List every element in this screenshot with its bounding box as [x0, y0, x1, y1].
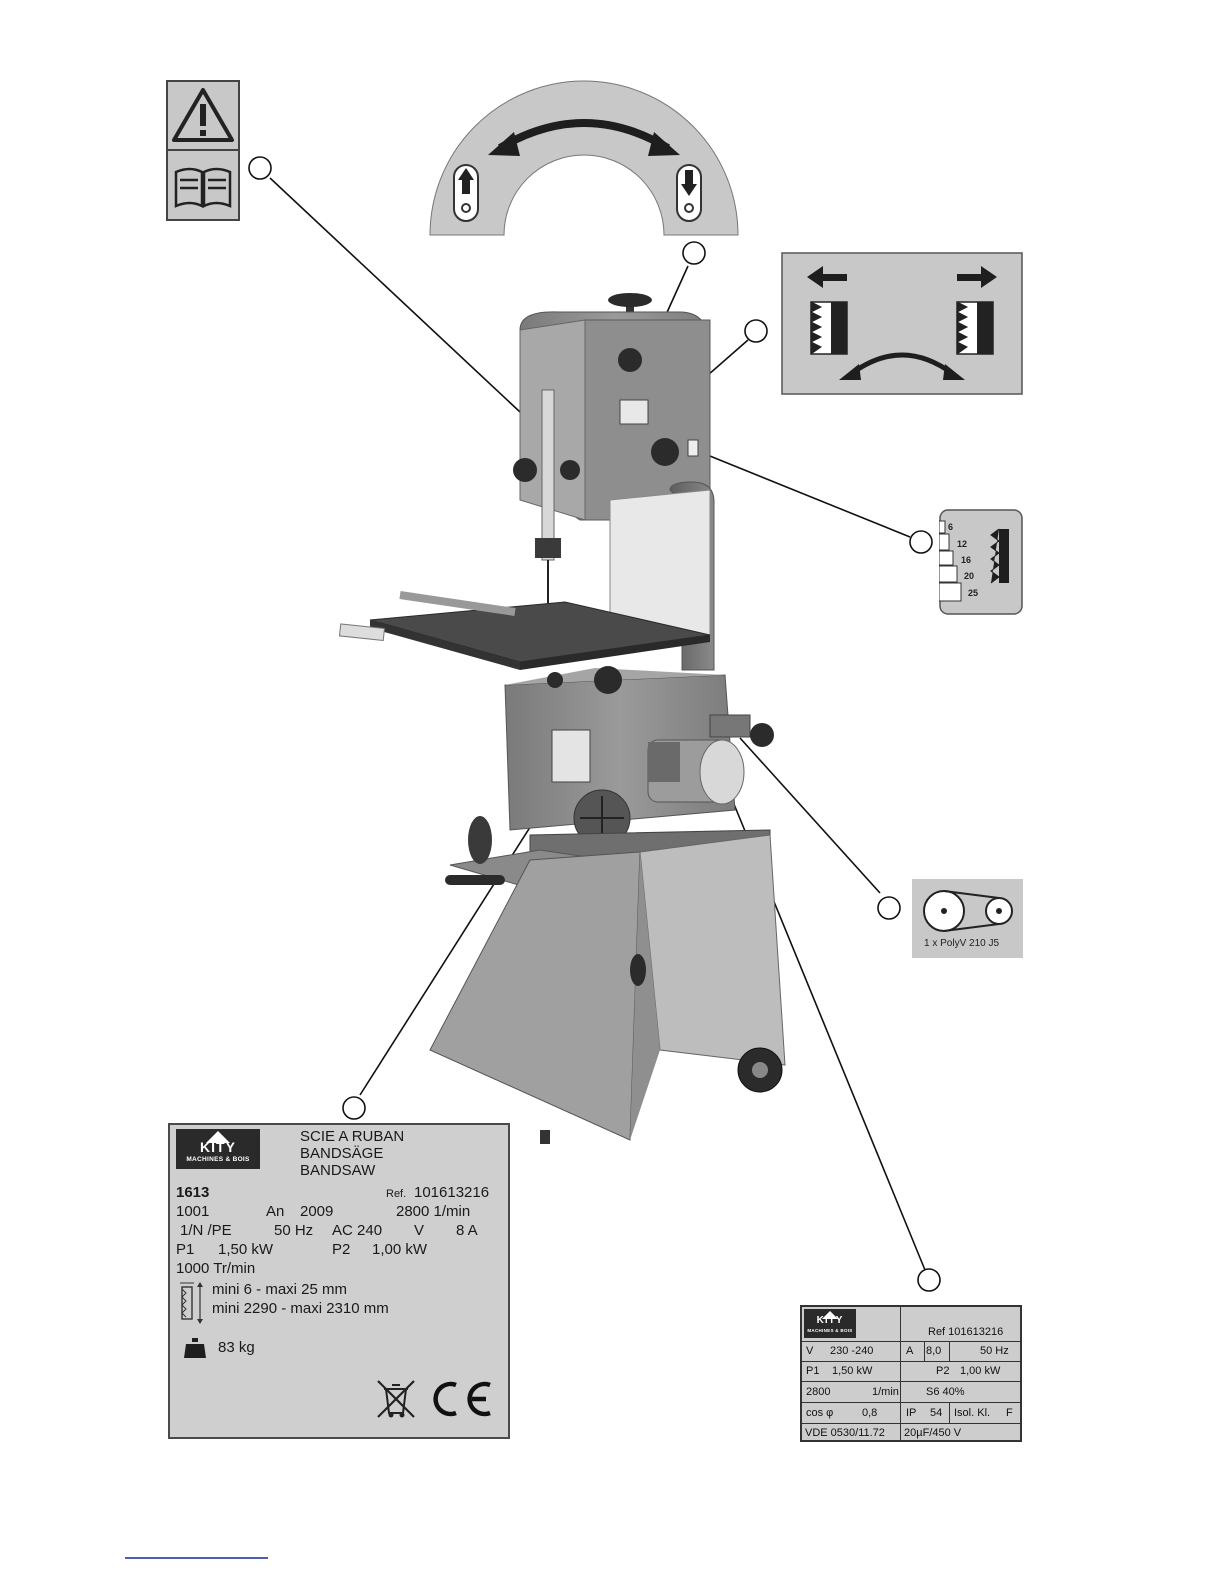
- phase: 1/N /PE: [180, 1222, 232, 1239]
- callout-circle-tension: [682, 241, 706, 265]
- voltage: AC 240: [332, 1222, 383, 1239]
- motor-v-label: V: [806, 1345, 814, 1357]
- frequency: 50 Hz: [274, 1222, 314, 1239]
- title-en: BANDSAW: [300, 1162, 376, 1179]
- bandsaw-machine-illustration: [338, 293, 786, 1144]
- blade-width-25: 25: [968, 588, 979, 598]
- leader-line-warning: [269, 177, 521, 413]
- weight-value: 83 kg: [218, 1339, 255, 1356]
- p1-label: P1: [176, 1241, 195, 1258]
- blade-guide-knob: [651, 438, 679, 466]
- stand-leg-side: [639, 834, 786, 1066]
- callout-circle-nameplate: [342, 1096, 366, 1120]
- blade-width-12: 12: [957, 539, 968, 549]
- blade-length-range: mini 2290 - maxi 2310 mm: [212, 1300, 389, 1317]
- nameplate-on-machine: [551, 729, 591, 783]
- arrow-left-icon: [807, 266, 847, 288]
- current: 8 A: [456, 1222, 478, 1239]
- title-fr: SCIE A RUBAN: [300, 1128, 405, 1145]
- motor-p1-value: 1,50 kW: [832, 1365, 873, 1377]
- p2-label: P2: [332, 1241, 351, 1258]
- open-book-icon: [174, 167, 232, 209]
- leader-line-belt: [739, 737, 881, 894]
- tension-down-icon: [676, 164, 702, 222]
- machine-nameplate: KITY MACHINES & BOIS SCIE A RUBAN BANDSÄ…: [168, 1123, 510, 1439]
- blade-width-range: mini 6 - maxi 25 mm: [212, 1281, 348, 1298]
- warning-manual-label: [166, 80, 240, 221]
- blade-tension-label: [429, 80, 739, 236]
- footer-rule: [125, 1557, 268, 1559]
- blade-tracking-label: [781, 252, 1023, 395]
- weight-icon: [184, 1338, 206, 1358]
- kity-logo-small: KITY MACHINES & BOIS: [804, 1309, 856, 1338]
- motor-duty: S6 40%: [926, 1386, 965, 1398]
- motor-capacitor: 20µF/450 V: [904, 1427, 962, 1439]
- speed: 1000 Tr/min: [176, 1260, 256, 1277]
- p2-value: 1,00 kW: [372, 1241, 428, 1258]
- pulley-belt-icon: [923, 890, 1013, 932]
- ce-mark-icon: [433, 1381, 491, 1417]
- belt-caption: 1 x PolyV 210 J5: [924, 938, 1000, 949]
- motor-ip-label: IP: [906, 1407, 917, 1419]
- curved-arrow-icon: [849, 352, 955, 377]
- ref-label: Ref.: [386, 1188, 407, 1200]
- motor-p2-value: 1,00 kW: [960, 1365, 1001, 1377]
- weee-crossed-bin-icon: [377, 1380, 415, 1418]
- warning-triangle-icon: [172, 88, 234, 142]
- motor-cos-label: cos φ: [806, 1407, 834, 1419]
- arrow-right-icon: [957, 266, 997, 288]
- motor-v-value: 230 -240: [830, 1345, 874, 1357]
- tension-knob: [608, 293, 652, 307]
- blade-width-label: 6 12 16 20 25: [939, 509, 1023, 615]
- callout-circle-warning: [248, 156, 272, 180]
- motor-nameplate: KITY MACHINES & BOIS Ref 101613216 V 230…: [800, 1305, 1022, 1442]
- blade-width-6: 6: [948, 522, 954, 532]
- lift-handle: [445, 875, 505, 885]
- motor-rpm: 2800: [806, 1386, 831, 1398]
- motor-hz: 50 Hz: [980, 1345, 1009, 1357]
- callout-circle-blade-width: [909, 530, 933, 554]
- stand-leg-front: [429, 851, 641, 1141]
- motor-cos-value: 0,8: [862, 1407, 878, 1419]
- ref-value: 101613216: [414, 1184, 490, 1201]
- leader-line-nameplate: [359, 779, 561, 1096]
- motor-isol-value: F: [1006, 1407, 1013, 1419]
- saw-teeth-icon: [990, 528, 1009, 584]
- callout-circle-belt: [877, 896, 901, 920]
- motor-rpm-unit: 1/min: [872, 1386, 899, 1398]
- motor-a-value: 8,0: [926, 1345, 942, 1357]
- callout-circle-motorplate: [917, 1268, 941, 1292]
- serial-number: 1001: [176, 1203, 210, 1220]
- motor-p1-label: P1: [806, 1365, 820, 1377]
- motor-ip-value: 54: [930, 1407, 943, 1419]
- motor-ref: Ref 101613216: [928, 1326, 1004, 1338]
- leader-line-blade-width: [699, 451, 911, 538]
- saw-blade-left-icon: [809, 301, 848, 355]
- model-number: 1613: [176, 1184, 210, 1201]
- double-arrow-icon: [497, 119, 671, 152]
- rpm-value: 2800 1/min: [396, 1203, 471, 1220]
- tracking-sticker: [619, 399, 649, 425]
- year-label: An: [266, 1203, 285, 1220]
- motor-a-label: A: [906, 1345, 914, 1357]
- motor-p2-label: P2: [936, 1365, 950, 1377]
- blade-width-20: 20: [964, 571, 975, 581]
- voltage-unit: V: [414, 1222, 425, 1239]
- belt-label: 1 x PolyV 210 J5: [912, 879, 1023, 958]
- motor-vde: VDE 0530/11.72: [805, 1427, 885, 1439]
- saw-blade-right-icon: [955, 301, 994, 355]
- title-de: BANDSÄGE: [300, 1145, 384, 1162]
- blade-width-16: 16: [961, 555, 972, 565]
- year-value: 2009: [300, 1203, 334, 1220]
- kity-logo: KITY MACHINES & BOIS: [176, 1129, 260, 1169]
- tension-up-icon: [453, 164, 479, 222]
- blade-dimension-icon: [180, 1282, 203, 1324]
- motor-isol-label: Isol. Kl.: [954, 1407, 991, 1419]
- callout-circle-tracking: [744, 319, 768, 343]
- p1-value: 1,50 kW: [218, 1241, 274, 1258]
